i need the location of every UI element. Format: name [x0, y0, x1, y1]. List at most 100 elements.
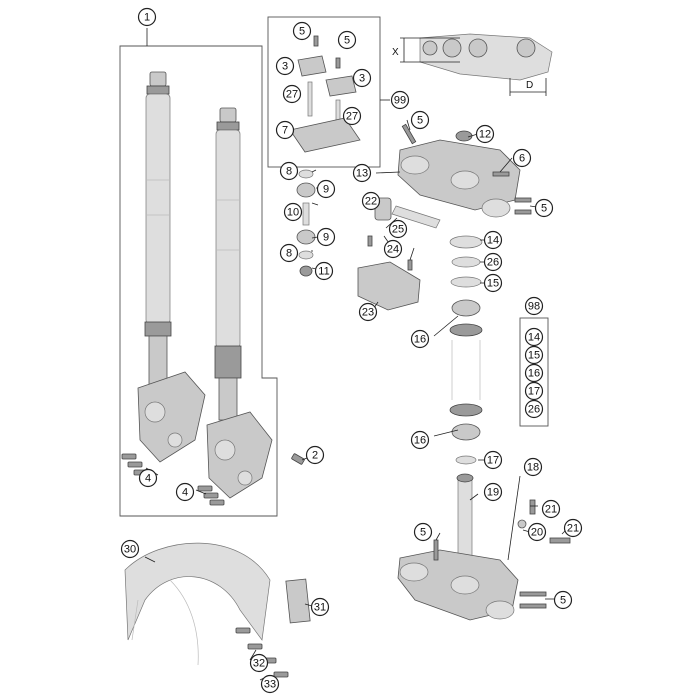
callout-circle — [483, 482, 503, 502]
callout-circle — [524, 296, 544, 316]
fender-pad — [285, 578, 311, 624]
callout-circle — [524, 381, 544, 401]
callout-23: 23 — [358, 302, 378, 322]
bushing-stack-upper — [296, 169, 316, 226]
callout-circle — [249, 653, 269, 673]
callout-21a: 21 — [541, 499, 561, 519]
callout-label: 13 — [356, 168, 368, 180]
front-fender — [124, 542, 271, 666]
callout-label: 33 — [264, 679, 276, 691]
callout-circle — [138, 468, 158, 488]
dimension-d-label: D — [526, 80, 533, 91]
callout-circle — [527, 522, 547, 542]
callout-circle — [524, 345, 544, 365]
callout-14b: 14 — [524, 327, 544, 347]
callout-label: 10 — [287, 207, 299, 219]
callout-label: 21 — [545, 504, 557, 516]
callout-label: 12 — [479, 129, 491, 141]
callout-label: 32 — [253, 658, 265, 670]
callout-circle — [534, 198, 554, 218]
callout-circle — [524, 399, 544, 419]
axle-clamp-screws-right — [197, 485, 225, 506]
callout-label: 16 — [414, 334, 426, 346]
callout-15a: 15 — [483, 273, 503, 293]
kit-98-frame — [519, 317, 549, 427]
callout-circle — [358, 302, 378, 322]
callout-label: 4 — [145, 473, 151, 485]
callout-4a: 4 — [138, 468, 158, 488]
callout-circle — [563, 518, 583, 538]
callout-5e: 5 — [413, 522, 433, 542]
callout-circle — [305, 445, 325, 465]
callout-11: 11 — [314, 261, 334, 281]
callout-5b: 5 — [337, 30, 357, 50]
callout-label: 8 — [286, 166, 292, 178]
callout-label: 3 — [282, 61, 288, 73]
callout-26a: 26 — [483, 252, 503, 272]
callout-circle — [483, 252, 503, 272]
callout-8b: 8 — [279, 243, 299, 263]
cable-guide — [357, 261, 421, 311]
callout-2: 2 — [305, 445, 325, 465]
callout-label: 16 — [414, 435, 426, 447]
callout-circle — [524, 327, 544, 347]
callout-circle — [361, 191, 381, 211]
callout-circle — [523, 457, 543, 477]
callout-circle — [282, 84, 302, 104]
callout-circle — [352, 68, 372, 88]
callout-label: 18 — [527, 462, 539, 474]
callout-21b: 21 — [563, 518, 583, 538]
callout-circle — [483, 273, 503, 293]
callout-circle — [541, 499, 561, 519]
callout-3b: 3 — [352, 68, 372, 88]
callout-circle — [137, 7, 157, 27]
callout-label: 7 — [282, 125, 288, 137]
callout-15b: 15 — [524, 345, 544, 365]
callout-label: 8 — [286, 248, 292, 260]
callout-circle — [175, 482, 195, 502]
callout-label: 17 — [487, 455, 499, 467]
callout-1: 1 — [137, 7, 157, 27]
callout-31: 31 — [310, 597, 330, 617]
callout-label: 5 — [541, 203, 547, 215]
callout-6: 6 — [512, 148, 532, 168]
callout-circle — [483, 450, 503, 470]
callout-label: 5 — [417, 115, 423, 127]
callout-circle — [316, 179, 336, 199]
callout-circle — [475, 124, 495, 144]
callout-label: 5 — [560, 595, 566, 607]
triple-clamp-screws — [492, 171, 532, 215]
callout-5f: 5 — [553, 590, 573, 610]
callout-label: 9 — [323, 184, 329, 196]
callout-circle — [413, 522, 433, 542]
fork-assembly-frame — [119, 45, 278, 517]
callout-circle — [275, 56, 295, 76]
callout-circle — [337, 30, 357, 50]
callout-label: 31 — [314, 602, 326, 614]
callout-16c: 16 — [524, 363, 544, 383]
callout-27b: 27 — [342, 106, 362, 126]
callout-circle — [275, 120, 295, 140]
callout-circle — [383, 239, 403, 259]
callout-label: 6 — [519, 153, 525, 165]
callout-label: 23 — [362, 307, 374, 319]
callout-9b: 9 — [316, 227, 336, 247]
callout-label: 16 — [528, 368, 540, 380]
callout-label: 20 — [531, 527, 543, 539]
callout-5a: 5 — [292, 21, 312, 41]
handlebar-clamp-parts — [289, 35, 361, 153]
callout-4b: 4 — [175, 482, 195, 502]
leader-19 — [469, 493, 479, 501]
callout-circle — [283, 202, 303, 222]
leader-16b — [433, 429, 459, 437]
callout-label: 27 — [346, 111, 358, 123]
callout-label: 21 — [567, 523, 579, 535]
handlebar-clamp-frame — [267, 16, 381, 168]
callout-label: 25 — [392, 224, 404, 236]
callout-label: 98 — [528, 301, 540, 313]
callout-17a: 17 — [483, 450, 503, 470]
callout-16a: 16 — [410, 329, 430, 349]
callout-label: 15 — [487, 278, 499, 290]
callout-label: 5 — [299, 26, 305, 38]
